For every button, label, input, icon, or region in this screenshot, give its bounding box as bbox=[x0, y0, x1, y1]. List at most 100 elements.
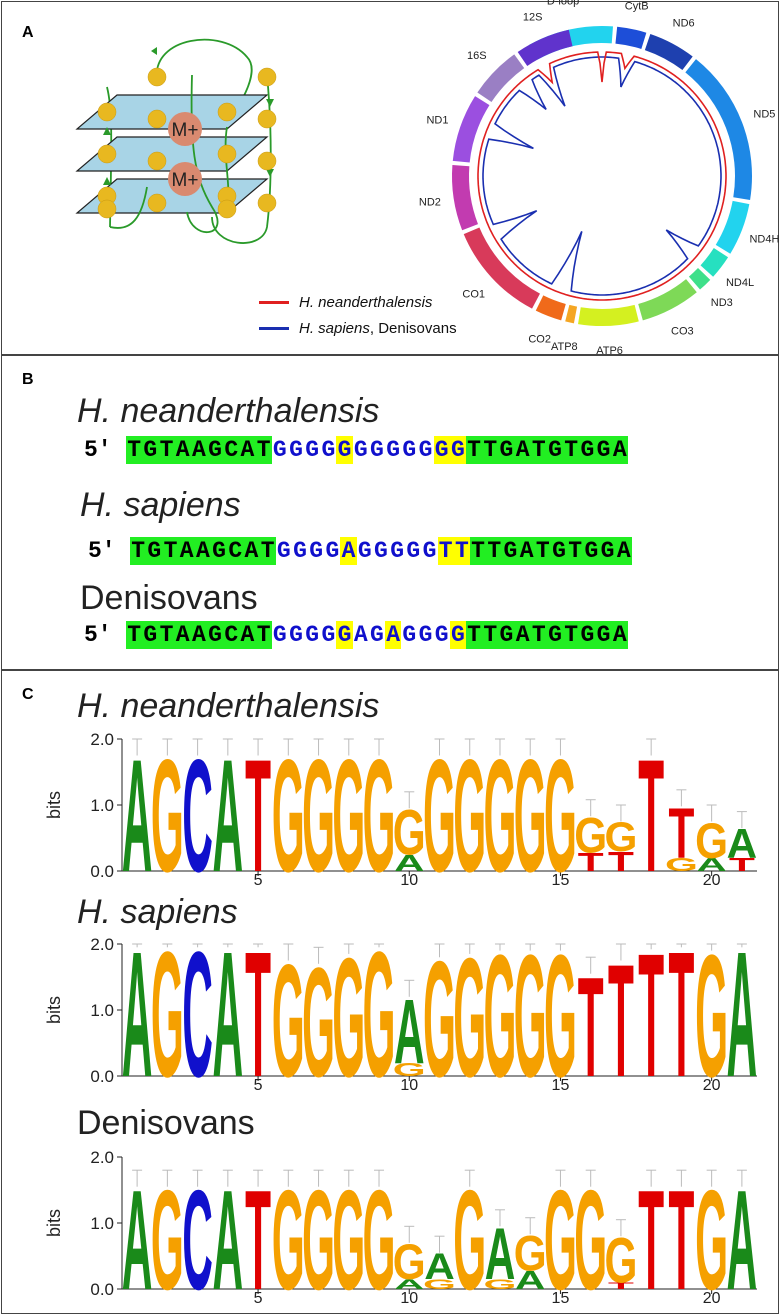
gene-segment-atp6 bbox=[578, 304, 639, 326]
logo-letter-g: G bbox=[544, 918, 577, 1113]
x-tick-label: 5 bbox=[254, 1290, 263, 1307]
gene-segment-co3 bbox=[638, 279, 697, 321]
logo-letter-g: G bbox=[272, 1162, 305, 1315]
x-tick-label: 10 bbox=[400, 1290, 418, 1307]
nucleotide: T bbox=[453, 537, 470, 565]
legend-label-sapiens: H. sapiens bbox=[299, 320, 370, 337]
logo-letter-g: G bbox=[423, 1277, 456, 1292]
gene-label-nd3: ND3 bbox=[711, 297, 733, 309]
logo-letter-g: G bbox=[332, 1162, 365, 1315]
logo-letter-t: T bbox=[729, 854, 755, 875]
gene-segment-nd1 bbox=[452, 96, 490, 163]
logo-letter-c: C bbox=[182, 914, 213, 1115]
y-axis-label: bits bbox=[44, 996, 64, 1024]
nucleotide: G bbox=[579, 436, 596, 464]
logo-letter-g: G bbox=[393, 1234, 426, 1290]
x-tick-label: 20 bbox=[703, 1077, 721, 1094]
nucleotide: A bbox=[178, 537, 195, 565]
logo-letter-g: G bbox=[484, 918, 517, 1113]
logo-letter-g: G bbox=[363, 726, 396, 905]
legend-label-neanderthal: H. neanderthalensis bbox=[299, 294, 433, 311]
nucleotide: G bbox=[374, 538, 388, 564]
x-tick-label: 15 bbox=[552, 872, 570, 889]
gene-label-nd4l: ND4L bbox=[726, 277, 754, 289]
logo-letter-g: G bbox=[544, 1162, 577, 1315]
nucleotide: T bbox=[158, 621, 175, 649]
y-tick-label: 1.0 bbox=[90, 1001, 114, 1020]
nucleotide: G bbox=[498, 436, 515, 464]
logo-letter-a: A bbox=[213, 726, 244, 905]
legend-swatch-blue bbox=[259, 327, 289, 330]
nucleotide: T bbox=[563, 436, 580, 464]
logo-letter-g: G bbox=[272, 726, 305, 905]
y-tick-label: 1.0 bbox=[90, 796, 114, 815]
gene-label-atp8: ATP8 bbox=[551, 341, 578, 353]
gene-segment-co2 bbox=[535, 295, 566, 321]
nucleotide: T bbox=[259, 537, 276, 565]
nucleotide: A bbox=[239, 436, 256, 464]
logo-letter-a: A bbox=[485, 1213, 516, 1295]
x-tick-label: 20 bbox=[703, 872, 721, 889]
logo-letter-a: A bbox=[696, 854, 727, 875]
nucleotide: T bbox=[486, 537, 503, 565]
logo-letter-g: G bbox=[574, 807, 607, 863]
nucleotide: A bbox=[518, 537, 535, 565]
logo-letter-g: G bbox=[484, 1277, 517, 1292]
nucleotide: G bbox=[386, 437, 400, 463]
nucleotide: A bbox=[514, 621, 531, 649]
nucleotide: T bbox=[158, 436, 175, 464]
logo-letter-c: C bbox=[182, 1162, 213, 1315]
nucleotide: G bbox=[276, 538, 291, 564]
nucleotide: G bbox=[336, 621, 353, 649]
gene-segment-co1 bbox=[463, 227, 540, 309]
nucleotide: G bbox=[272, 437, 287, 463]
y-tick-label: 0.0 bbox=[90, 862, 114, 881]
five-prime-label: 5′ bbox=[84, 437, 112, 463]
logo-letter-g: G bbox=[453, 924, 486, 1113]
nucleotide: G bbox=[579, 621, 596, 649]
logo-letter-g: G bbox=[604, 814, 637, 860]
gene-label-co2: CO2 bbox=[528, 333, 551, 345]
nucleotide: G bbox=[321, 622, 336, 648]
logo-letter-t: T bbox=[638, 918, 664, 1115]
logo-title-sapiens: H. sapiens bbox=[77, 893, 238, 931]
y-tick-label: 2.0 bbox=[90, 730, 114, 749]
nucleotide: G bbox=[599, 537, 616, 565]
logo-letter-g: G bbox=[393, 1059, 426, 1080]
logo-letter-g: G bbox=[363, 1162, 396, 1315]
nucleotide: G bbox=[289, 437, 303, 463]
logo-letter-g: G bbox=[302, 1162, 335, 1315]
nucleotide: G bbox=[293, 538, 307, 564]
logo-letter-g: G bbox=[151, 726, 184, 905]
logo-letter-g: G bbox=[423, 726, 456, 905]
logo-letter-t: T bbox=[608, 931, 634, 1110]
nucleotide: G bbox=[595, 436, 612, 464]
nucleotide: A bbox=[615, 537, 632, 565]
logo-letter-a: A bbox=[394, 1277, 425, 1292]
legend-label-denisovans: , Denisovans bbox=[369, 320, 457, 337]
nucleotide: G bbox=[325, 538, 340, 564]
trace-line bbox=[477, 51, 727, 301]
nucleotide: G bbox=[353, 437, 368, 463]
nucleotide: A bbox=[611, 436, 628, 464]
nucleotide: G bbox=[305, 437, 320, 463]
logo-letter-g: G bbox=[423, 927, 456, 1112]
nucleotide: G bbox=[289, 622, 303, 648]
gene-label-d-loop: D-loop bbox=[547, 0, 579, 7]
nucleotide: G bbox=[402, 437, 417, 463]
nucleotide: T bbox=[255, 436, 272, 464]
gene-segment-12s bbox=[517, 29, 573, 66]
nucleotide: G bbox=[502, 537, 519, 565]
x-tick-label: 10 bbox=[400, 1077, 418, 1094]
nucleotide: G bbox=[449, 436, 466, 464]
nucleotide: G bbox=[370, 622, 384, 648]
logo-letter-g: G bbox=[332, 924, 365, 1113]
logo-letter-t: T bbox=[608, 846, 634, 877]
logo-letter-a: A bbox=[122, 1162, 153, 1315]
logo-letter-a: A bbox=[122, 914, 153, 1115]
